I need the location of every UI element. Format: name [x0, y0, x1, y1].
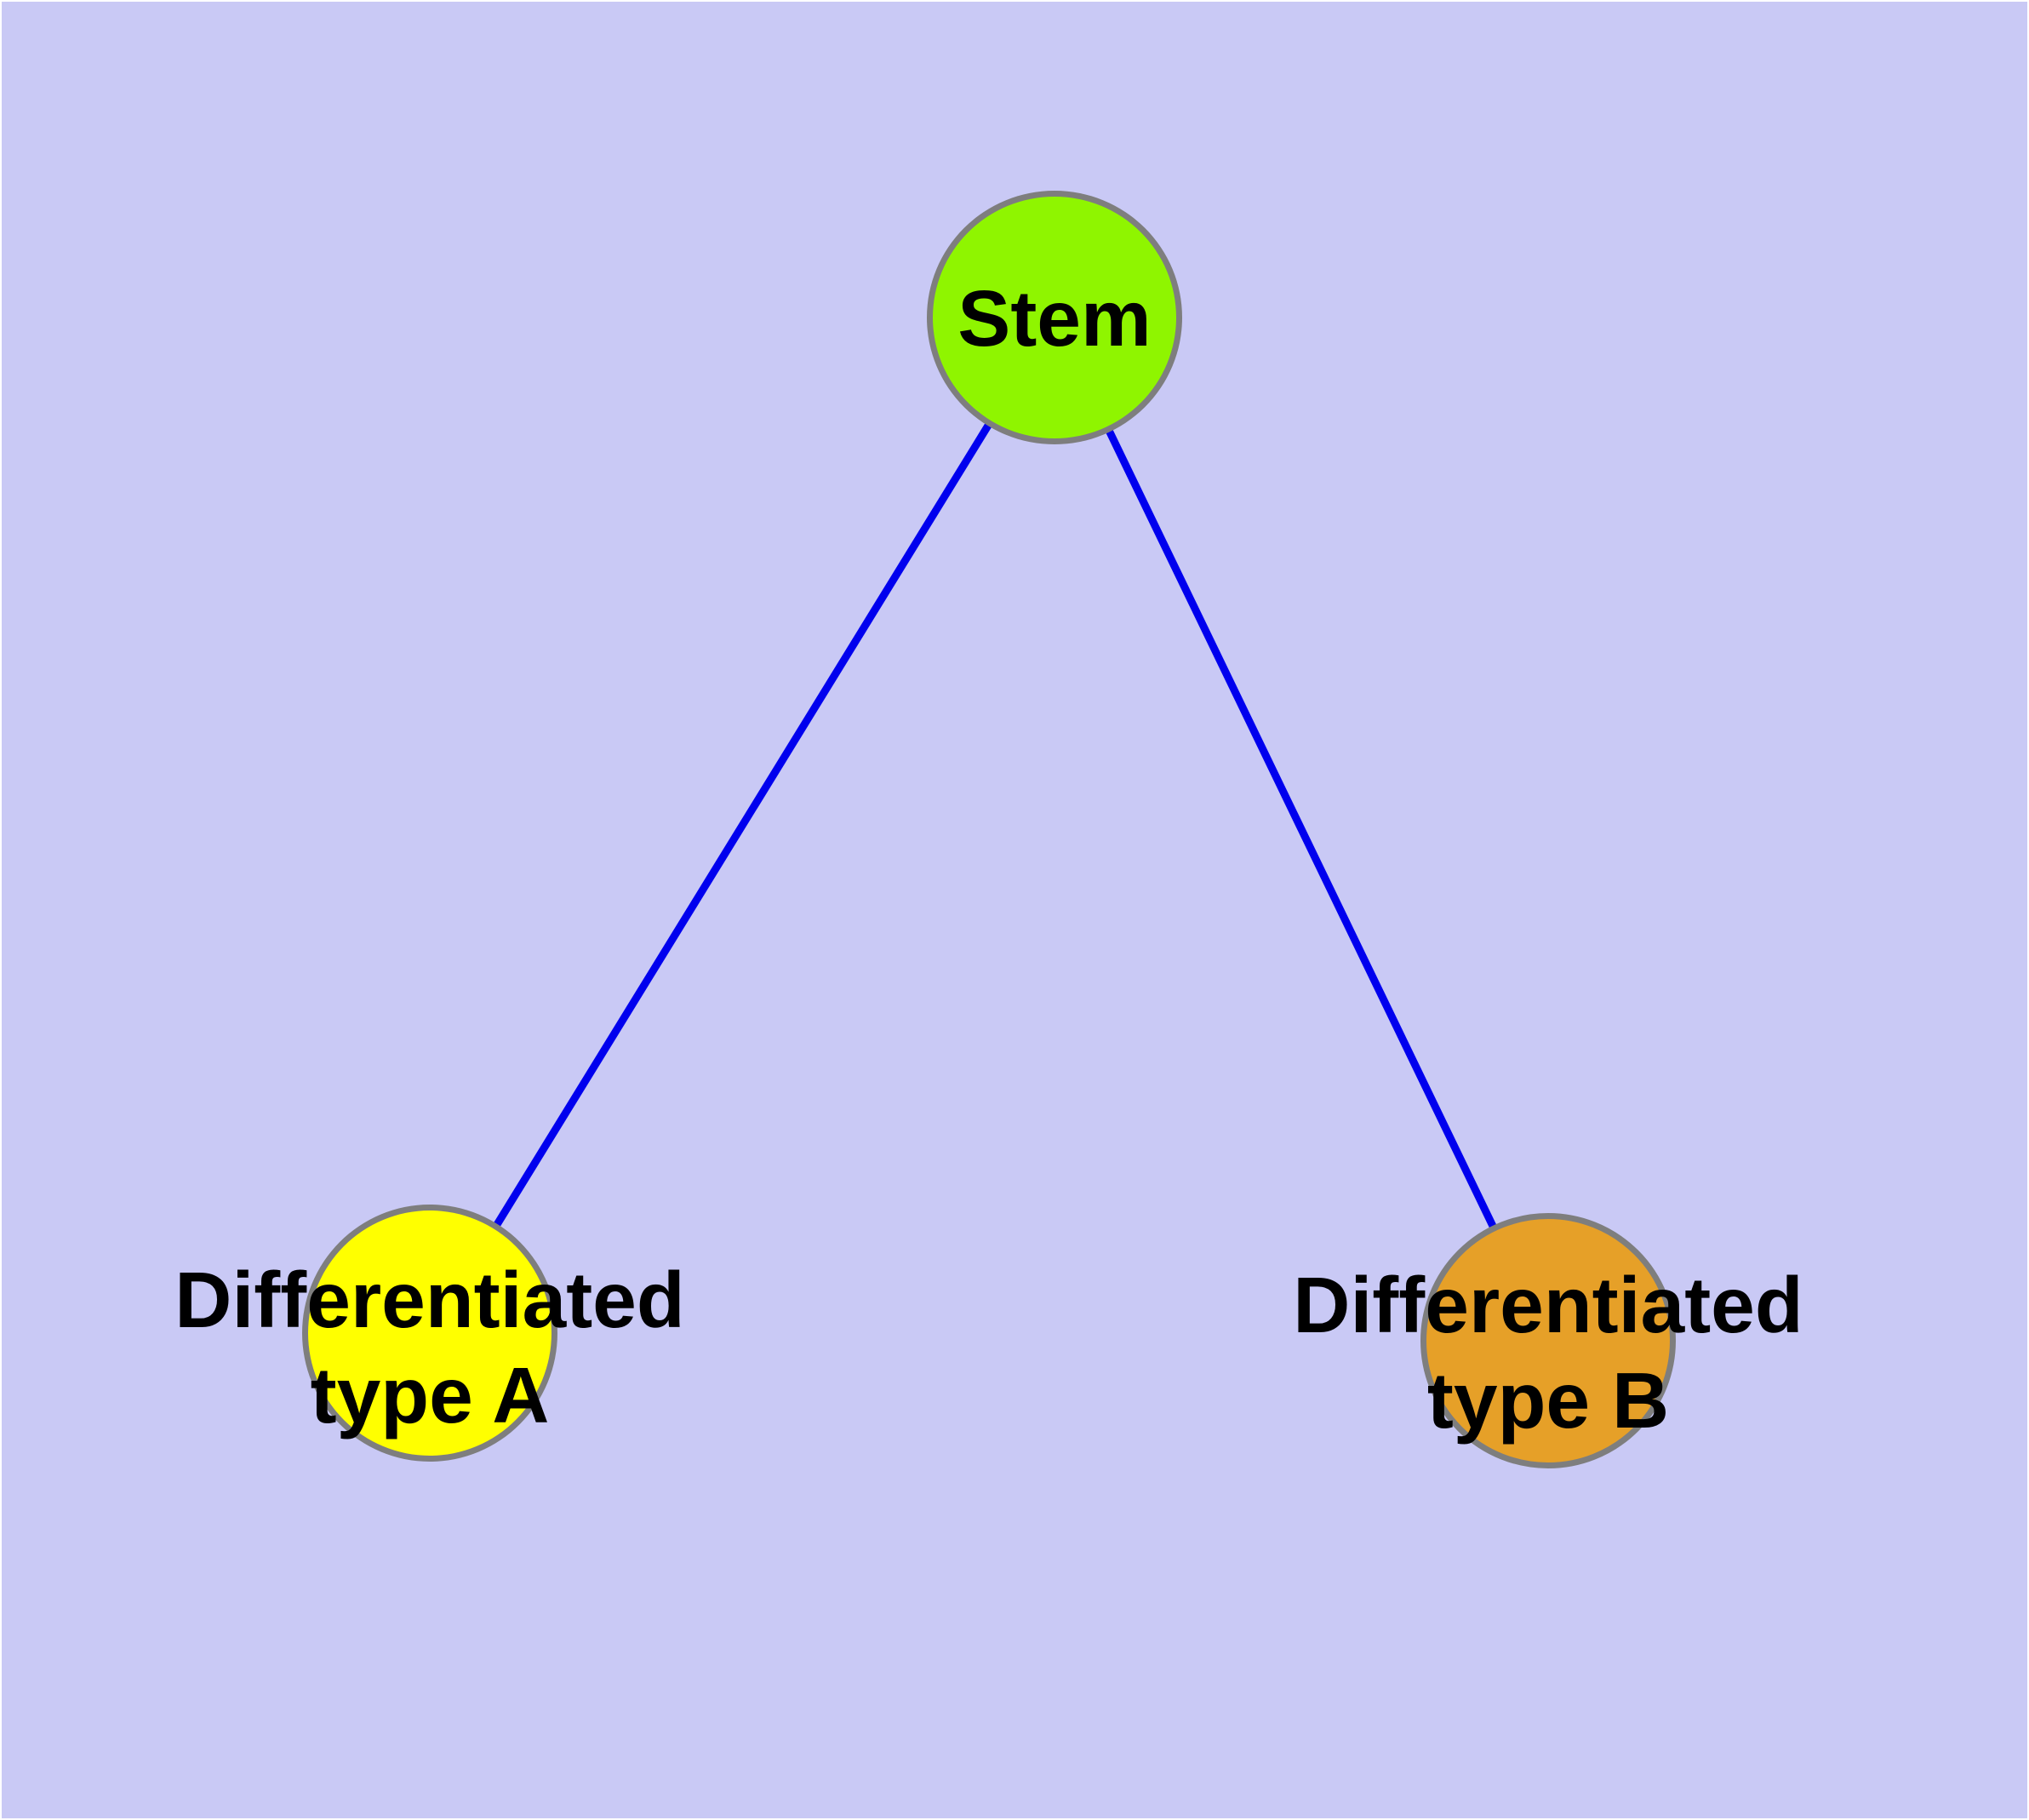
edge-stem-to-type-a [426, 315, 1058, 1336]
edge-stem-to-type-b [1050, 316, 1552, 1342]
node-type-a-label-line-1: Differentiated [174, 1256, 685, 1344]
node-type-a-label: Differentiated type A [174, 1252, 684, 1443]
node-differentiated-type-a [302, 1205, 557, 1462]
node-type-b-label-line-1: Differentiated [1293, 1261, 1803, 1349]
node-type-a-label-line-2: type A [310, 1351, 550, 1439]
node-stem [927, 191, 1182, 444]
node-type-b-label-line-2: type B [1426, 1356, 1670, 1445]
node-type-b-label: Differentiated type B [1293, 1257, 1803, 1448]
node-differentiated-type-b [1420, 1213, 1676, 1468]
node-stem-label: Stem [957, 274, 1152, 363]
